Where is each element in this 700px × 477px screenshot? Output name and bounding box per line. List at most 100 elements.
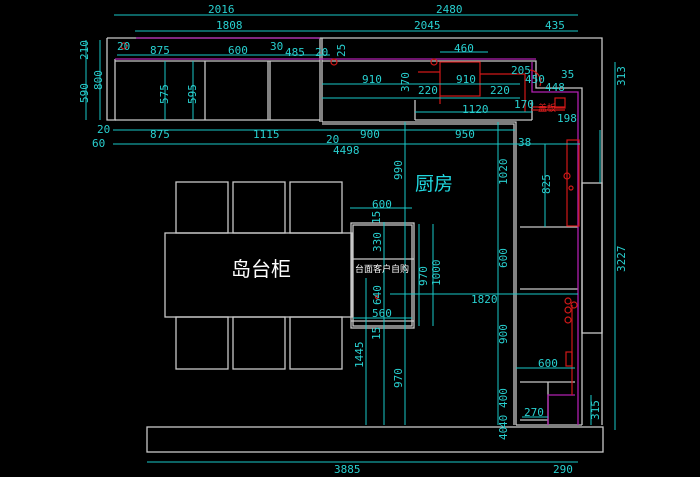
- dim-label: 1120: [462, 103, 489, 116]
- dim-label: 460: [454, 42, 474, 55]
- dim-label: 220: [490, 84, 510, 97]
- stove-icon: [554, 97, 566, 109]
- dim-label: 450: [525, 73, 545, 86]
- dim-label: 448: [545, 81, 565, 94]
- dim-label: 1445: [353, 342, 366, 369]
- dim-label: 20: [117, 40, 130, 53]
- dim-label: 970: [392, 368, 405, 388]
- dim-label: 4498: [333, 144, 360, 157]
- dim-label: 330: [371, 232, 384, 252]
- dim-label: 60: [92, 137, 105, 150]
- outlet-icon: [570, 301, 578, 309]
- dim-label: 20: [97, 123, 110, 136]
- dim-label: 485: [285, 46, 305, 59]
- bar-stool: [289, 181, 343, 234]
- dimension-labels: 2016 2480 1808 2045 435 20 875 600 30 48…: [78, 3, 628, 476]
- dimension-lines: [85, 14, 616, 463]
- inner-run: [322, 60, 583, 425]
- corner-mark: [430, 58, 438, 66]
- dim-label: 1115: [253, 128, 280, 141]
- dim-label: 575: [158, 84, 171, 104]
- dim-label: 210: [78, 40, 91, 60]
- dim-label: 910: [456, 73, 476, 86]
- sink-icon: [439, 61, 481, 97]
- countertop-note: 台面客户自购: [355, 263, 409, 275]
- dim-label: 290: [553, 463, 573, 476]
- dim-label: 38: [518, 136, 531, 149]
- inner-run-edge: [322, 121, 517, 425]
- dim-label: 40: [497, 415, 510, 428]
- outlet-icon: [564, 316, 572, 324]
- dim-label: 1808: [216, 19, 243, 32]
- dim-label: 1000: [430, 260, 443, 287]
- outlet-icon: [563, 172, 571, 180]
- dim-label: 595: [186, 84, 199, 104]
- dim-label: 3227: [615, 246, 628, 273]
- dim-label: 600: [228, 44, 248, 57]
- dim-label: 270: [524, 406, 544, 419]
- bar-stool: [232, 316, 286, 370]
- door-swing-icon: [529, 69, 542, 87]
- bar-stool: [232, 181, 286, 234]
- dim-label: 970: [417, 266, 430, 286]
- bottom-wall: [146, 426, 604, 453]
- dim-label: 825: [540, 174, 553, 194]
- dim-label: 910: [362, 73, 382, 86]
- marker-dot: [374, 294, 380, 300]
- stove-line: [480, 73, 526, 112]
- dim-label: 315: [589, 400, 602, 420]
- island-group: [164, 181, 415, 370]
- bar-stool: [289, 316, 343, 370]
- dim-label: 900: [497, 324, 510, 344]
- countertop-lines: [115, 37, 579, 425]
- dim-label: 990: [392, 160, 405, 180]
- island-side-cabinet[interactable]: [350, 222, 415, 329]
- dim-label: 800: [92, 70, 105, 90]
- dim-label: 370: [399, 72, 412, 92]
- left-cabinet-edge: [106, 38, 116, 121]
- dim-label: 2480: [436, 3, 463, 16]
- dim-label: 560: [372, 307, 392, 320]
- dim-label: 900: [360, 128, 380, 141]
- bar-stool: [175, 181, 229, 234]
- dim-label: 875: [150, 44, 170, 57]
- dim-label: 600: [538, 357, 558, 370]
- dim-label: 35: [561, 68, 574, 81]
- dim-label: 875: [150, 128, 170, 141]
- outlet-icon: [564, 297, 572, 305]
- dim-label: 15: [370, 211, 383, 224]
- bar-stool: [175, 316, 229, 370]
- outlet-icon: [565, 351, 573, 367]
- dim-label: 1020: [497, 159, 510, 186]
- dim-label: 20: [315, 46, 328, 59]
- dim-label: 3885: [334, 463, 361, 476]
- countertop-edge: [547, 394, 575, 425]
- outlet-icon: [568, 185, 574, 191]
- right-pillar: [581, 182, 603, 334]
- dim-label: 170: [514, 98, 534, 111]
- dim-label: 640: [371, 285, 384, 305]
- dim-label: 30: [270, 40, 283, 53]
- appliances: 盖板: [120, 42, 580, 395]
- dim-label: 600: [497, 248, 510, 268]
- dim-label: 198: [557, 112, 577, 125]
- dim-label: 220: [418, 84, 438, 97]
- island-side-inner: [352, 224, 413, 327]
- dim-label: 40: [497, 427, 510, 440]
- inner-run-edge2: [322, 123, 515, 425]
- dim-label: 25: [335, 44, 348, 57]
- corner-mark: [120, 42, 128, 50]
- dim-label: 400: [497, 388, 510, 408]
- island-label: 岛台柜: [231, 257, 291, 281]
- corner-mark: [330, 58, 338, 66]
- dim-label: 2045: [414, 19, 441, 32]
- wall-outline: [106, 37, 604, 453]
- dim-label: 435: [545, 19, 565, 32]
- dim-label: 600: [372, 198, 392, 211]
- dim-label: 313: [615, 66, 628, 86]
- outlet-icon: [564, 306, 572, 314]
- dim-label: 1820: [471, 293, 498, 306]
- dim-label: 15: [370, 327, 383, 340]
- dim-label: 2016: [208, 3, 235, 16]
